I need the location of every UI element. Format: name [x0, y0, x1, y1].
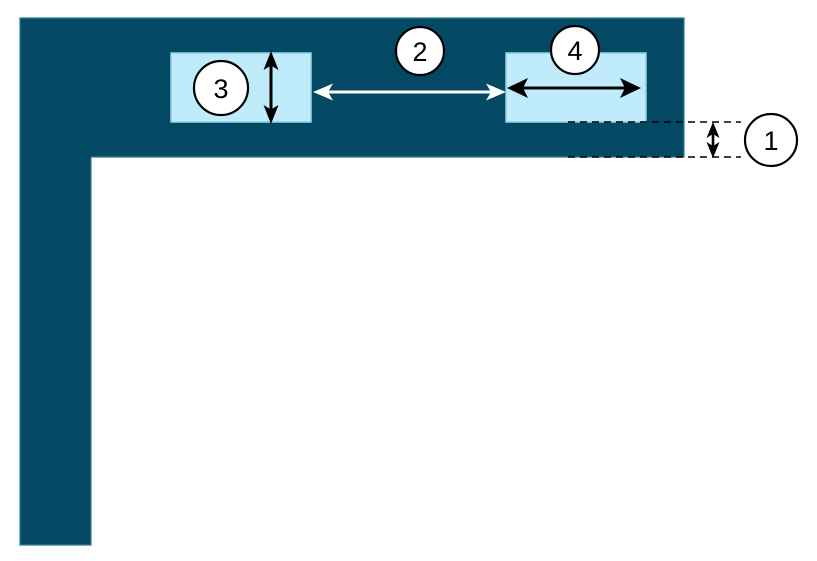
arrowhead-left-gap-span [313, 83, 333, 101]
dimension-arrow-base-thickness [706, 122, 720, 158]
arrowhead-right-block-width [620, 78, 641, 98]
callout-1[interactable]: 1 [743, 112, 799, 168]
callout-3[interactable]: 3 [192, 59, 250, 117]
arrowhead-down-base-thickness [706, 142, 720, 158]
arrowhead-right-gap-span [486, 83, 506, 101]
arrowhead-down-block-height [263, 105, 279, 124]
dimension-arrow-block-height [263, 51, 279, 124]
arrowhead-up-block-height [263, 51, 279, 70]
callout-3-circle[interactable] [192, 59, 250, 117]
callout-2[interactable]: 2 [394, 25, 446, 77]
arrowhead-left-block-width [507, 78, 528, 98]
callout-1-circle[interactable] [743, 112, 799, 168]
callout-4[interactable]: 4 [549, 24, 601, 76]
callout-2-circle[interactable] [394, 25, 446, 77]
dimension-arrow-gap-span [313, 83, 506, 101]
structure-shape [19, 17, 685, 546]
structure-l-path [19, 17, 685, 546]
callout-4-circle[interactable] [549, 24, 601, 76]
arrowhead-up-base-thickness [706, 122, 720, 138]
dimension-arrow-block-width [507, 78, 641, 98]
extension-lines [568, 121, 741, 158]
